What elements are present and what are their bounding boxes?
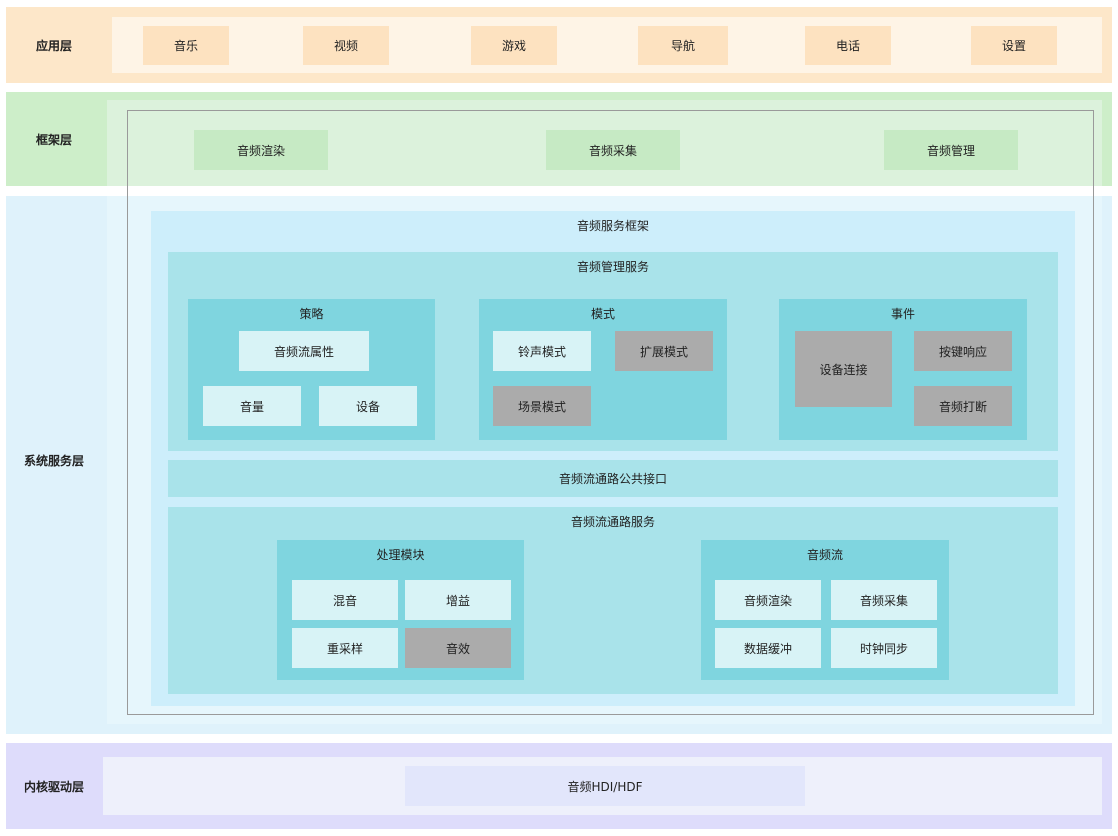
framework-layer-label: 框架层 (35, 132, 72, 147)
framework-box-manage: 音频管理 (884, 130, 1018, 170)
framework-box-capture: 音频采集 (546, 130, 680, 170)
app-box-navigation: 导航 (638, 26, 728, 65)
kernel-box-hdi-hdf: 音频HDI/HDF (405, 766, 805, 806)
processing-effect: 音效 (405, 628, 511, 668)
stream-render: 音频渲染 (715, 580, 821, 620)
audio-service-framework-title: 音频服务框架 (576, 219, 649, 233)
processing-module-title: 处理模块 (376, 548, 425, 562)
app-box-music: 音乐 (143, 26, 229, 65)
stream-capture: 音频采集 (831, 580, 937, 620)
stream-clock-sync: 时钟同步 (831, 628, 937, 668)
event-interrupt: 音频打断 (914, 386, 1012, 426)
policy-stream-attr: 音频流属性 (239, 331, 369, 371)
app-layer-label: 应用层 (35, 38, 72, 53)
app-box-video: 视频 (303, 26, 389, 65)
kernel-layer-label: 内核驱动层 (23, 779, 84, 794)
audio-management-service-title: 音频管理服务 (576, 260, 649, 274)
event-key-response: 按键响应 (914, 331, 1012, 371)
mode-ringtone: 铃声模式 (493, 331, 591, 371)
stream-buffer: 数据缓冲 (715, 628, 821, 668)
app-box-game: 游戏 (471, 26, 557, 65)
stream-pipeline-service-title: 音频流通路服务 (570, 515, 655, 529)
app-box-settings: 设置 (971, 26, 1057, 65)
processing-mix: 混音 (292, 580, 398, 620)
mode-group-title: 模式 (590, 307, 615, 321)
event-device-connect: 设备连接 (795, 331, 892, 407)
audio-outline-frame (127, 110, 1094, 715)
system-layer-label: 系统服务层 (23, 453, 84, 468)
mode-scene: 场景模式 (493, 386, 591, 426)
processing-gain: 增益 (405, 580, 511, 620)
app-box-phone: 电话 (805, 26, 891, 65)
policy-device: 设备 (319, 386, 417, 426)
mode-extended: 扩展模式 (615, 331, 713, 371)
policy-group-title: 策略 (299, 307, 324, 321)
audio-stream-title: 音频流 (806, 548, 843, 562)
stream-common-interface: 音频流通路公共接口 (168, 460, 1058, 497)
processing-resample: 重采样 (292, 628, 398, 668)
app-layer-inner (112, 17, 1102, 73)
policy-volume: 音量 (203, 386, 301, 426)
event-group-title: 事件 (890, 307, 915, 321)
framework-box-render: 音频渲染 (194, 130, 328, 170)
